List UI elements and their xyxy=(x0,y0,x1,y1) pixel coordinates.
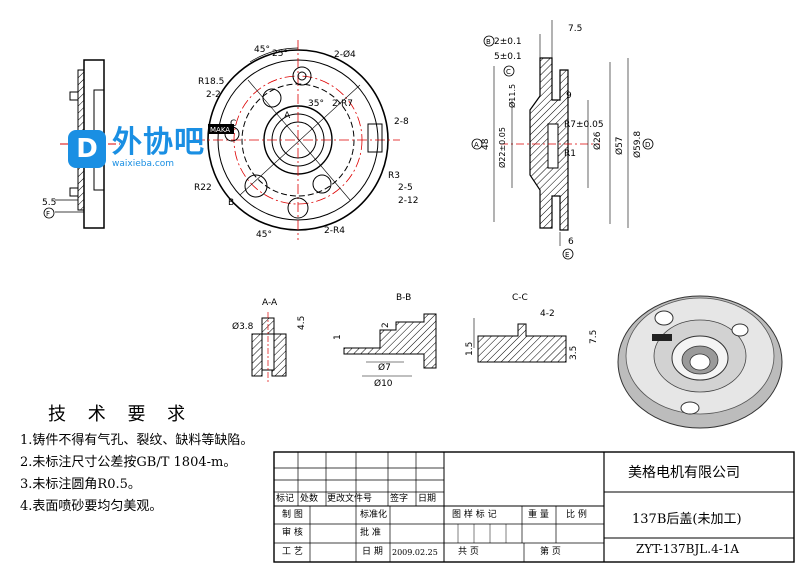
cc-dim-3-5: 3.5 xyxy=(569,346,579,360)
dim-2-8: 2-8 xyxy=(394,117,409,127)
dim-2-r7: 2-R7 xyxy=(332,99,353,109)
dim-5-tol: 5±0.1 xyxy=(494,52,522,62)
maka-logo: MAKA xyxy=(210,126,230,134)
dim-r7: R7±0.05 xyxy=(564,120,604,130)
datum-e: E xyxy=(565,251,569,259)
dim-phi59-8: Ø59.8 xyxy=(632,131,643,158)
bb-dim-phi10: Ø10 xyxy=(374,378,393,389)
bb-dim-2: 2 xyxy=(381,322,391,328)
dim-48: 48 xyxy=(481,138,491,150)
mark-header-weight: 重 量 xyxy=(528,510,549,520)
side-label-f: F xyxy=(46,210,50,218)
front-view: MAKA 45° 25° 2-Ø4 R18.5 2-2 35° 2-R7 2-8… xyxy=(194,40,418,240)
datum-a: A xyxy=(474,141,479,149)
cc-dim-4-2: 4-2 xyxy=(540,309,555,319)
dim-r22: R22 xyxy=(194,183,212,193)
section-aa: A-A Ø3.8 4.5 xyxy=(232,298,307,384)
rev-header-date: 日期 xyxy=(418,494,437,504)
side-dim-5-5: 5.5 xyxy=(42,198,56,208)
datum-c: C xyxy=(506,68,511,76)
section-cc-title: C-C xyxy=(512,293,528,303)
section-mark-b: B xyxy=(228,198,234,208)
dim-2-phi4: 2-Ø4 xyxy=(334,49,356,60)
company-name: 美格电机有限公司 xyxy=(628,465,740,481)
mark-header-pattern: 图 样 标 记 xyxy=(452,510,497,520)
date-label: 日 期 xyxy=(362,547,383,557)
dim-r18-5: R18.5 xyxy=(198,77,224,87)
part-name: 137B后盖(未加工) xyxy=(632,512,742,527)
requirement-item: 3.未标注圆角R0.5。 xyxy=(20,477,141,492)
datum-b: B xyxy=(486,38,491,46)
approve-label: 批 准 xyxy=(360,528,381,538)
sheets-total: 共 页 xyxy=(458,547,479,557)
dim-6: 6 xyxy=(568,237,574,247)
sheet-number: 第 页 xyxy=(540,547,561,557)
watermark-url: waixieba.com xyxy=(112,159,175,169)
std-label: 标准化 xyxy=(360,510,388,520)
dim-45-top: 45° xyxy=(254,45,270,55)
dim-45-bottom: 45° xyxy=(256,230,272,240)
section-mark-a: A xyxy=(284,111,291,121)
right-section-view: 7.5 2±0.1 5±0.1 9 Ø11.5 R7±0.05 48 Ø22±0… xyxy=(471,20,654,260)
dim-r3: R3 xyxy=(388,171,400,181)
isometric-render xyxy=(617,295,783,429)
dim-9: 9 xyxy=(566,91,572,101)
dim-25: 25° xyxy=(272,49,288,59)
requirement-item: 2.未标注尺寸公差按GB/T 1804-m。 xyxy=(20,455,237,470)
mark-header-scale: 比 例 xyxy=(566,510,587,520)
requirement-item: 4.表面喷砂要均匀美观。 xyxy=(20,499,163,514)
datum-d: D xyxy=(645,141,650,149)
section-bb-title: B-B xyxy=(396,293,411,303)
cc-dim-1-5: 1.5 xyxy=(465,342,475,356)
aa-dim-phi3-8: Ø3.8 xyxy=(232,321,254,332)
technical-requirements: 技 术 要 求 1.铸件不得有气孔、裂纹、缺料等缺陷。 2.未标注尺寸公差按GB… xyxy=(20,400,253,518)
aa-dim-4-5: 4.5 xyxy=(297,316,307,330)
section-aa-title: A-A xyxy=(262,298,278,308)
dim-r1: R1 xyxy=(564,149,576,159)
section-bb: B-B 1 2 Ø7 Ø10 xyxy=(333,293,437,389)
bb-dim-phi7: Ø7 xyxy=(378,362,391,373)
rev-header-sign: 签字 xyxy=(390,494,409,504)
role-review: 审 核 xyxy=(282,528,303,538)
role-draw: 制 图 xyxy=(282,510,303,520)
dim-phi11-5: Ø11.5 xyxy=(507,84,517,108)
watermark: D 外协吧 waixieba.com xyxy=(68,128,205,169)
dim-phi26: Ø26 xyxy=(592,131,603,150)
dim-35: 35° xyxy=(308,99,324,109)
dim-2-tol: 2±0.1 xyxy=(494,37,522,47)
dim-2-12: 2-12 xyxy=(398,196,418,206)
dim-phi22: Ø22±0.05 xyxy=(497,127,507,168)
requirement-item: 1.铸件不得有气孔、裂纹、缺料等缺陷。 xyxy=(20,433,254,448)
rev-header-docno: 更改文件号 xyxy=(327,494,373,504)
dim-phi57: Ø57 xyxy=(614,136,625,155)
title-block xyxy=(273,451,795,563)
bb-dim-1: 1 xyxy=(333,334,343,340)
watermark-logo-icon: D xyxy=(68,129,106,168)
role-process: 工 艺 xyxy=(282,547,303,557)
drawing-number: ZYT-137BJL.4-1A xyxy=(636,542,740,556)
section-mark-c: C xyxy=(230,119,236,129)
dim-7-5: 7.5 xyxy=(568,24,582,34)
dim-2-r4: 2-R4 xyxy=(324,226,345,236)
date-value: 2009.02.25 xyxy=(392,548,438,557)
rev-header-mark: 标记 xyxy=(276,494,295,504)
requirements-title: 技 术 要 求 xyxy=(48,404,194,425)
section-cc: C-C 4-2 1.5 3.5 7.5 xyxy=(465,293,599,363)
watermark-name: 外协吧 xyxy=(112,125,205,160)
dim-2-2: 2-2 xyxy=(206,90,221,100)
dim-2-5: 2-5 xyxy=(398,183,413,193)
cc-dim-7-5: 7.5 xyxy=(589,330,599,344)
rev-header-count: 处数 xyxy=(300,494,319,504)
